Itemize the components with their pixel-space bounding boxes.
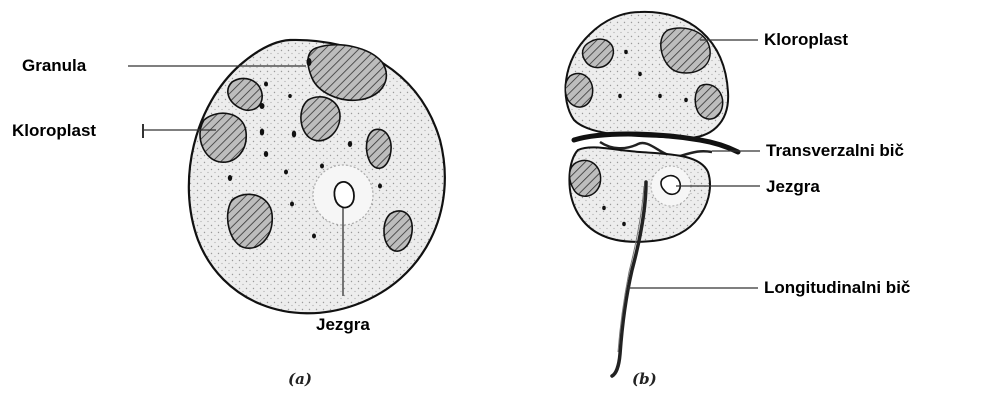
label-jezgra-b: Jezgra	[766, 177, 820, 197]
cell-b	[565, 12, 760, 376]
chloroplast-a-6	[228, 194, 273, 248]
chloroplast-a-5	[367, 129, 392, 168]
label-transverzalni-bic: Transverzalni bič	[766, 141, 904, 161]
label-granula: Granula	[22, 56, 86, 76]
caption-a: (a)	[288, 370, 312, 388]
chloroplast-b-1	[583, 39, 614, 67]
chloroplast-b-4	[695, 84, 722, 119]
label-jezgra-a: Jezgra	[316, 315, 370, 335]
nucleus-a	[334, 182, 354, 208]
chloroplast-b-5	[570, 160, 601, 196]
chloroplast-a-4	[200, 113, 246, 162]
label-kloroplast-b: Kloroplast	[764, 30, 848, 50]
cell-a	[128, 40, 445, 313]
caption-b: (b)	[632, 370, 657, 388]
chloroplast-a-7	[384, 211, 412, 251]
chloroplast-b-3	[565, 73, 592, 107]
label-kloroplast-a: Kloroplast	[12, 121, 96, 141]
epicone-b	[566, 12, 729, 138]
label-longitudinalni-bic: Longitudinalni bič	[764, 278, 910, 298]
